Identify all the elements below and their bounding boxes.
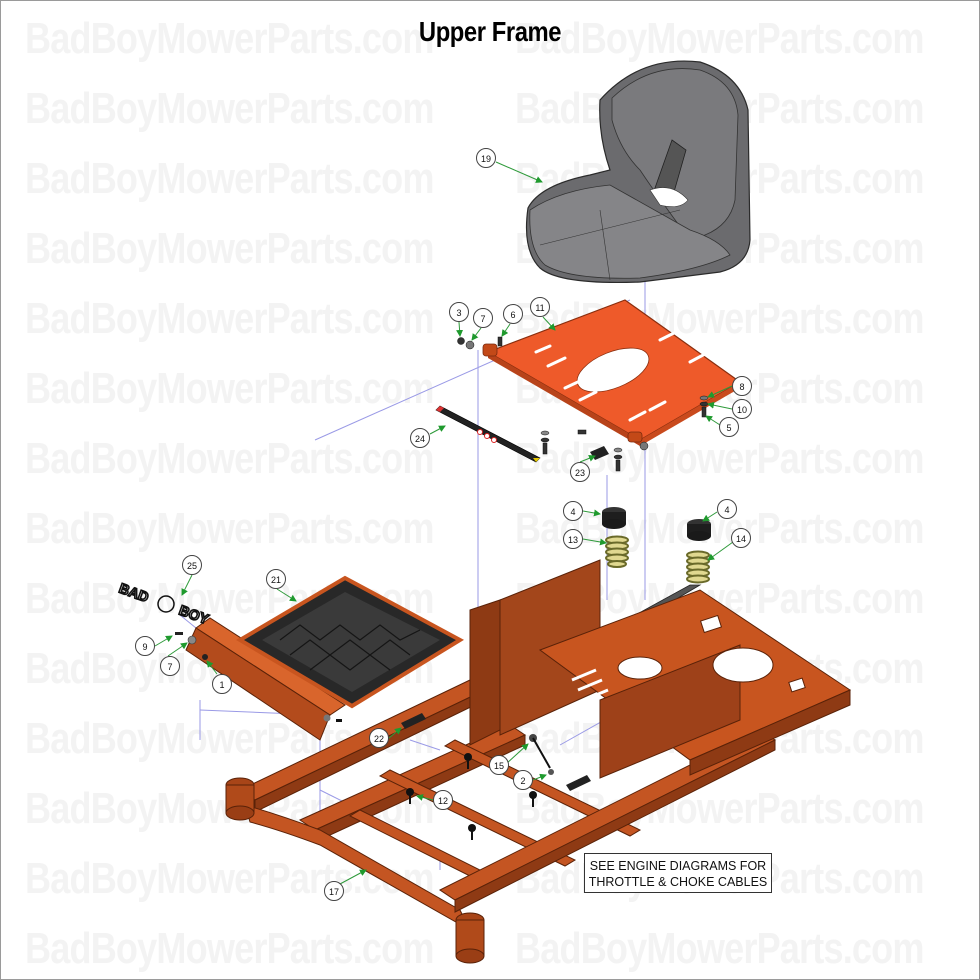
page-title: Upper Frame <box>418 16 562 47</box>
callout-1[interactable]: 1 <box>212 674 232 694</box>
floor-mat-part-21 <box>236 575 465 709</box>
callout-9[interactable]: 9 <box>135 636 155 656</box>
svg-text:BAD: BAD <box>117 580 151 605</box>
callout-15[interactable]: 15 <box>489 755 509 775</box>
bolt-part-6 <box>497 336 503 347</box>
callout-23[interactable]: 23 <box>570 462 590 482</box>
callout-22[interactable]: 22 <box>369 728 389 748</box>
callout-5[interactable]: 5 <box>719 417 739 437</box>
watermark-text: BadBoyMowerParts.com <box>25 224 434 273</box>
callout-14[interactable]: 14 <box>731 528 751 548</box>
svg-text:BOY: BOY <box>177 602 212 628</box>
spring-part-13 <box>605 535 629 568</box>
washer-part-8 <box>699 395 709 401</box>
note-line-2: THROTTLE & CHOKE CABLES <box>588 875 768 889</box>
note-line-1: SEE ENGINE DIAGRAMS FOR <box>589 859 767 873</box>
rubber-bumper-part-4b <box>687 519 711 541</box>
spring-part-14 <box>686 550 710 584</box>
decal-part-22b <box>566 775 591 791</box>
callout-13[interactable]: 13 <box>563 529 583 549</box>
watermark-text: BadBoyMowerParts.com <box>25 14 434 63</box>
footrest-panel-part-1 <box>185 617 346 741</box>
washer-part-7 <box>465 340 475 350</box>
callout-25[interactable]: 25 <box>182 555 202 575</box>
engine-diagram-note: SEE ENGINE DIAGRAMS FOR THROTTLE & CHOKE… <box>584 853 772 893</box>
callout-6[interactable]: 6 <box>503 304 523 324</box>
lockwasher-part-10 <box>699 401 709 407</box>
callout-11[interactable]: 11 <box>530 297 550 317</box>
callout-7[interactable]: 7 <box>473 308 493 328</box>
callout-24[interactable]: 24 <box>410 428 430 448</box>
watermark-text: BadBoyMowerParts.com <box>515 924 924 973</box>
callout-4[interactable]: 4 <box>563 501 583 521</box>
logo-hardware <box>175 632 208 660</box>
callout-4-right[interactable]: 4 <box>717 499 737 519</box>
watermark-text: BadBoyMowerParts.com <box>25 364 434 413</box>
callout-12[interactable]: 12 <box>433 790 453 810</box>
seat-part-19 <box>525 60 751 284</box>
watermark-text: BadBoyMowerParts.com <box>25 434 434 483</box>
bolt-part-5 <box>701 406 707 418</box>
frame-hardware <box>323 714 554 840</box>
watermark-text: BadBoyMowerParts.com <box>25 84 434 133</box>
decal-part-22 <box>401 713 426 729</box>
plate-hardware <box>457 336 709 472</box>
nut-part-3 <box>457 337 465 345</box>
watermark-text: BadBoyMowerParts.com <box>515 14 924 63</box>
seat-plate-part-11 <box>482 299 742 446</box>
watermark-text: BadBoyMowerParts.com <box>25 294 434 343</box>
watermark-text: BadBoyMowerParts.com <box>25 504 434 553</box>
callout-19[interactable]: 19 <box>476 148 496 168</box>
engine-deck-frame <box>469 559 852 779</box>
upper-frame-part-17 <box>225 679 776 964</box>
leader-lines <box>154 161 734 885</box>
callout-8[interactable]: 8 <box>732 376 752 396</box>
callout-10[interactable]: 10 <box>732 399 752 419</box>
callout-3[interactable]: 3 <box>449 302 469 322</box>
callout-7-left[interactable]: 7 <box>160 656 180 676</box>
callout-2[interactable]: 2 <box>513 770 533 790</box>
watermark-text: BadBoyMowerParts.com <box>25 154 434 203</box>
callout-21[interactable]: 21 <box>266 569 286 589</box>
watermark-text: BadBoyMowerParts.com <box>25 924 434 973</box>
decal-part-23 <box>590 446 609 460</box>
badboy-logo-part-25: BAD BOY <box>116 579 212 628</box>
decal-part-24 <box>435 405 541 463</box>
rubber-bumper-part-4 <box>602 507 626 529</box>
callout-17[interactable]: 17 <box>324 881 344 901</box>
